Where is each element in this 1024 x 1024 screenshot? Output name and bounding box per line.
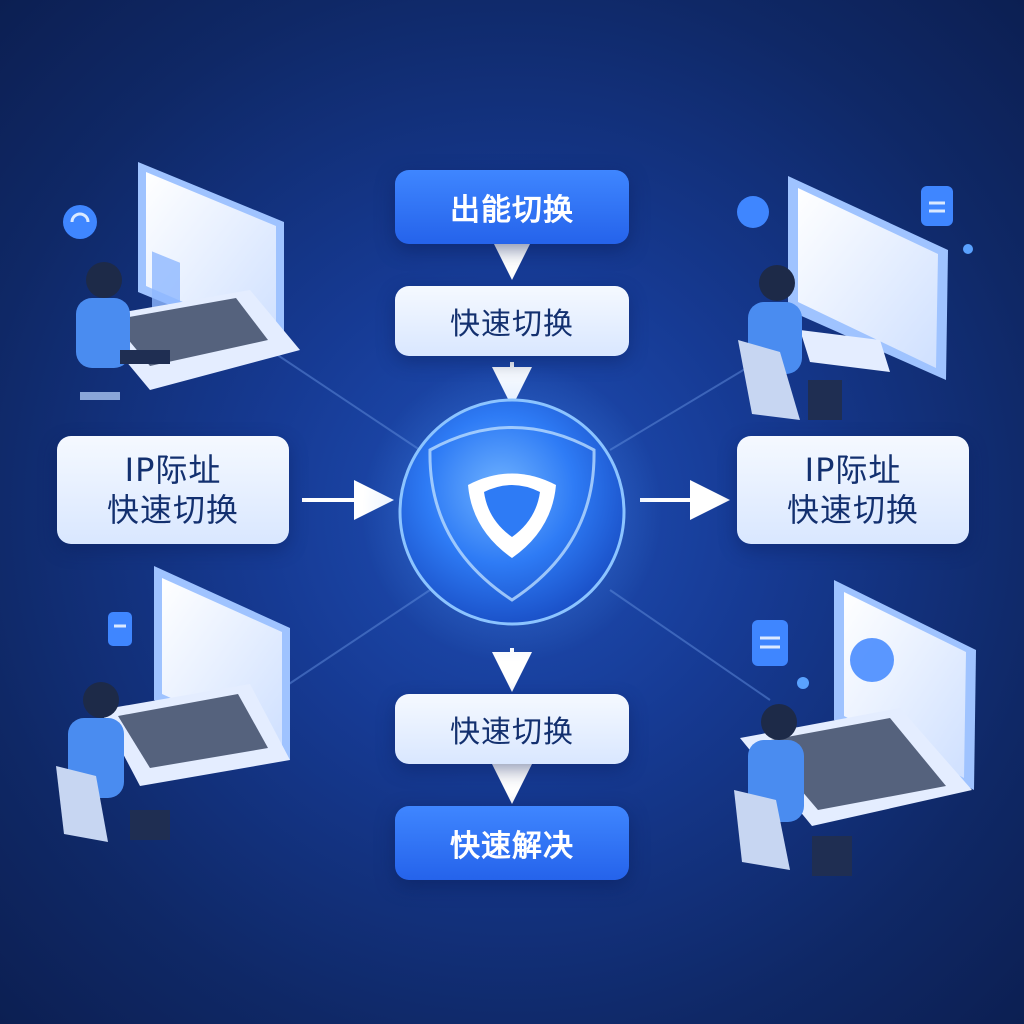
flow-step-2: 快速切换	[395, 286, 629, 356]
right-box-line-2: 快速切换	[786, 491, 919, 529]
center-orb	[362, 362, 662, 662]
left-box-line-1: IP际址	[124, 451, 222, 489]
workstation-top-left	[63, 162, 300, 400]
right-box: IP际址 快速切换	[737, 436, 969, 544]
workstation-bottom-right	[734, 580, 976, 876]
workstation-bottom-left	[56, 566, 290, 842]
workstation-top-right	[737, 176, 973, 420]
shield-icon	[468, 473, 556, 558]
flow-step-1: 出能切换	[395, 170, 629, 244]
flow-step-4: 快速解决	[395, 806, 629, 880]
right-box-line-1: IP际址	[804, 451, 902, 489]
left-box-line-2: 快速切换	[106, 491, 239, 529]
flow-step-3: 快速切换	[395, 694, 629, 764]
left-box: IP际址 快速切换	[57, 436, 289, 544]
